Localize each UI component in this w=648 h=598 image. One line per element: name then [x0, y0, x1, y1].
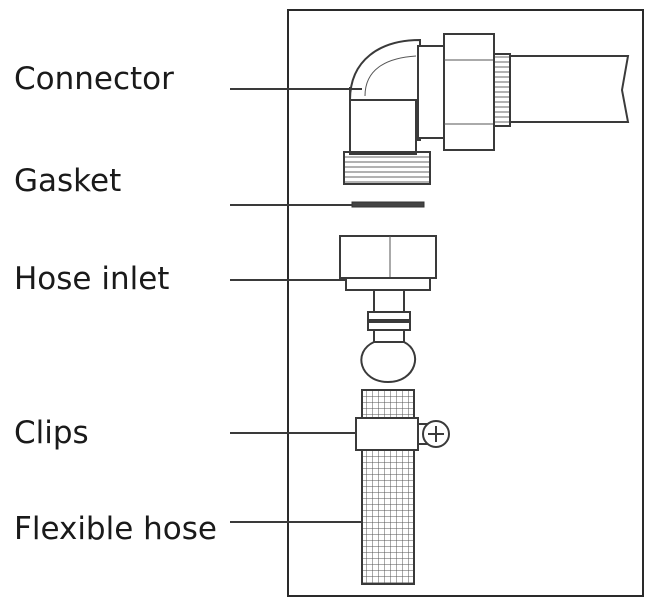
label-clips: Clips	[14, 415, 89, 451]
connector-part	[343, 33, 630, 185]
label-hose-inlet: Hose inlet	[14, 261, 170, 297]
label-gasket: Gasket	[14, 163, 122, 199]
label-connector: Connector	[14, 61, 174, 97]
clip-part	[355, 417, 450, 451]
hose-inlet-part	[339, 235, 437, 384]
label-flexible-hose: Flexible hose	[14, 511, 217, 547]
gasket-part	[351, 201, 425, 208]
diagram-frame	[287, 9, 644, 597]
